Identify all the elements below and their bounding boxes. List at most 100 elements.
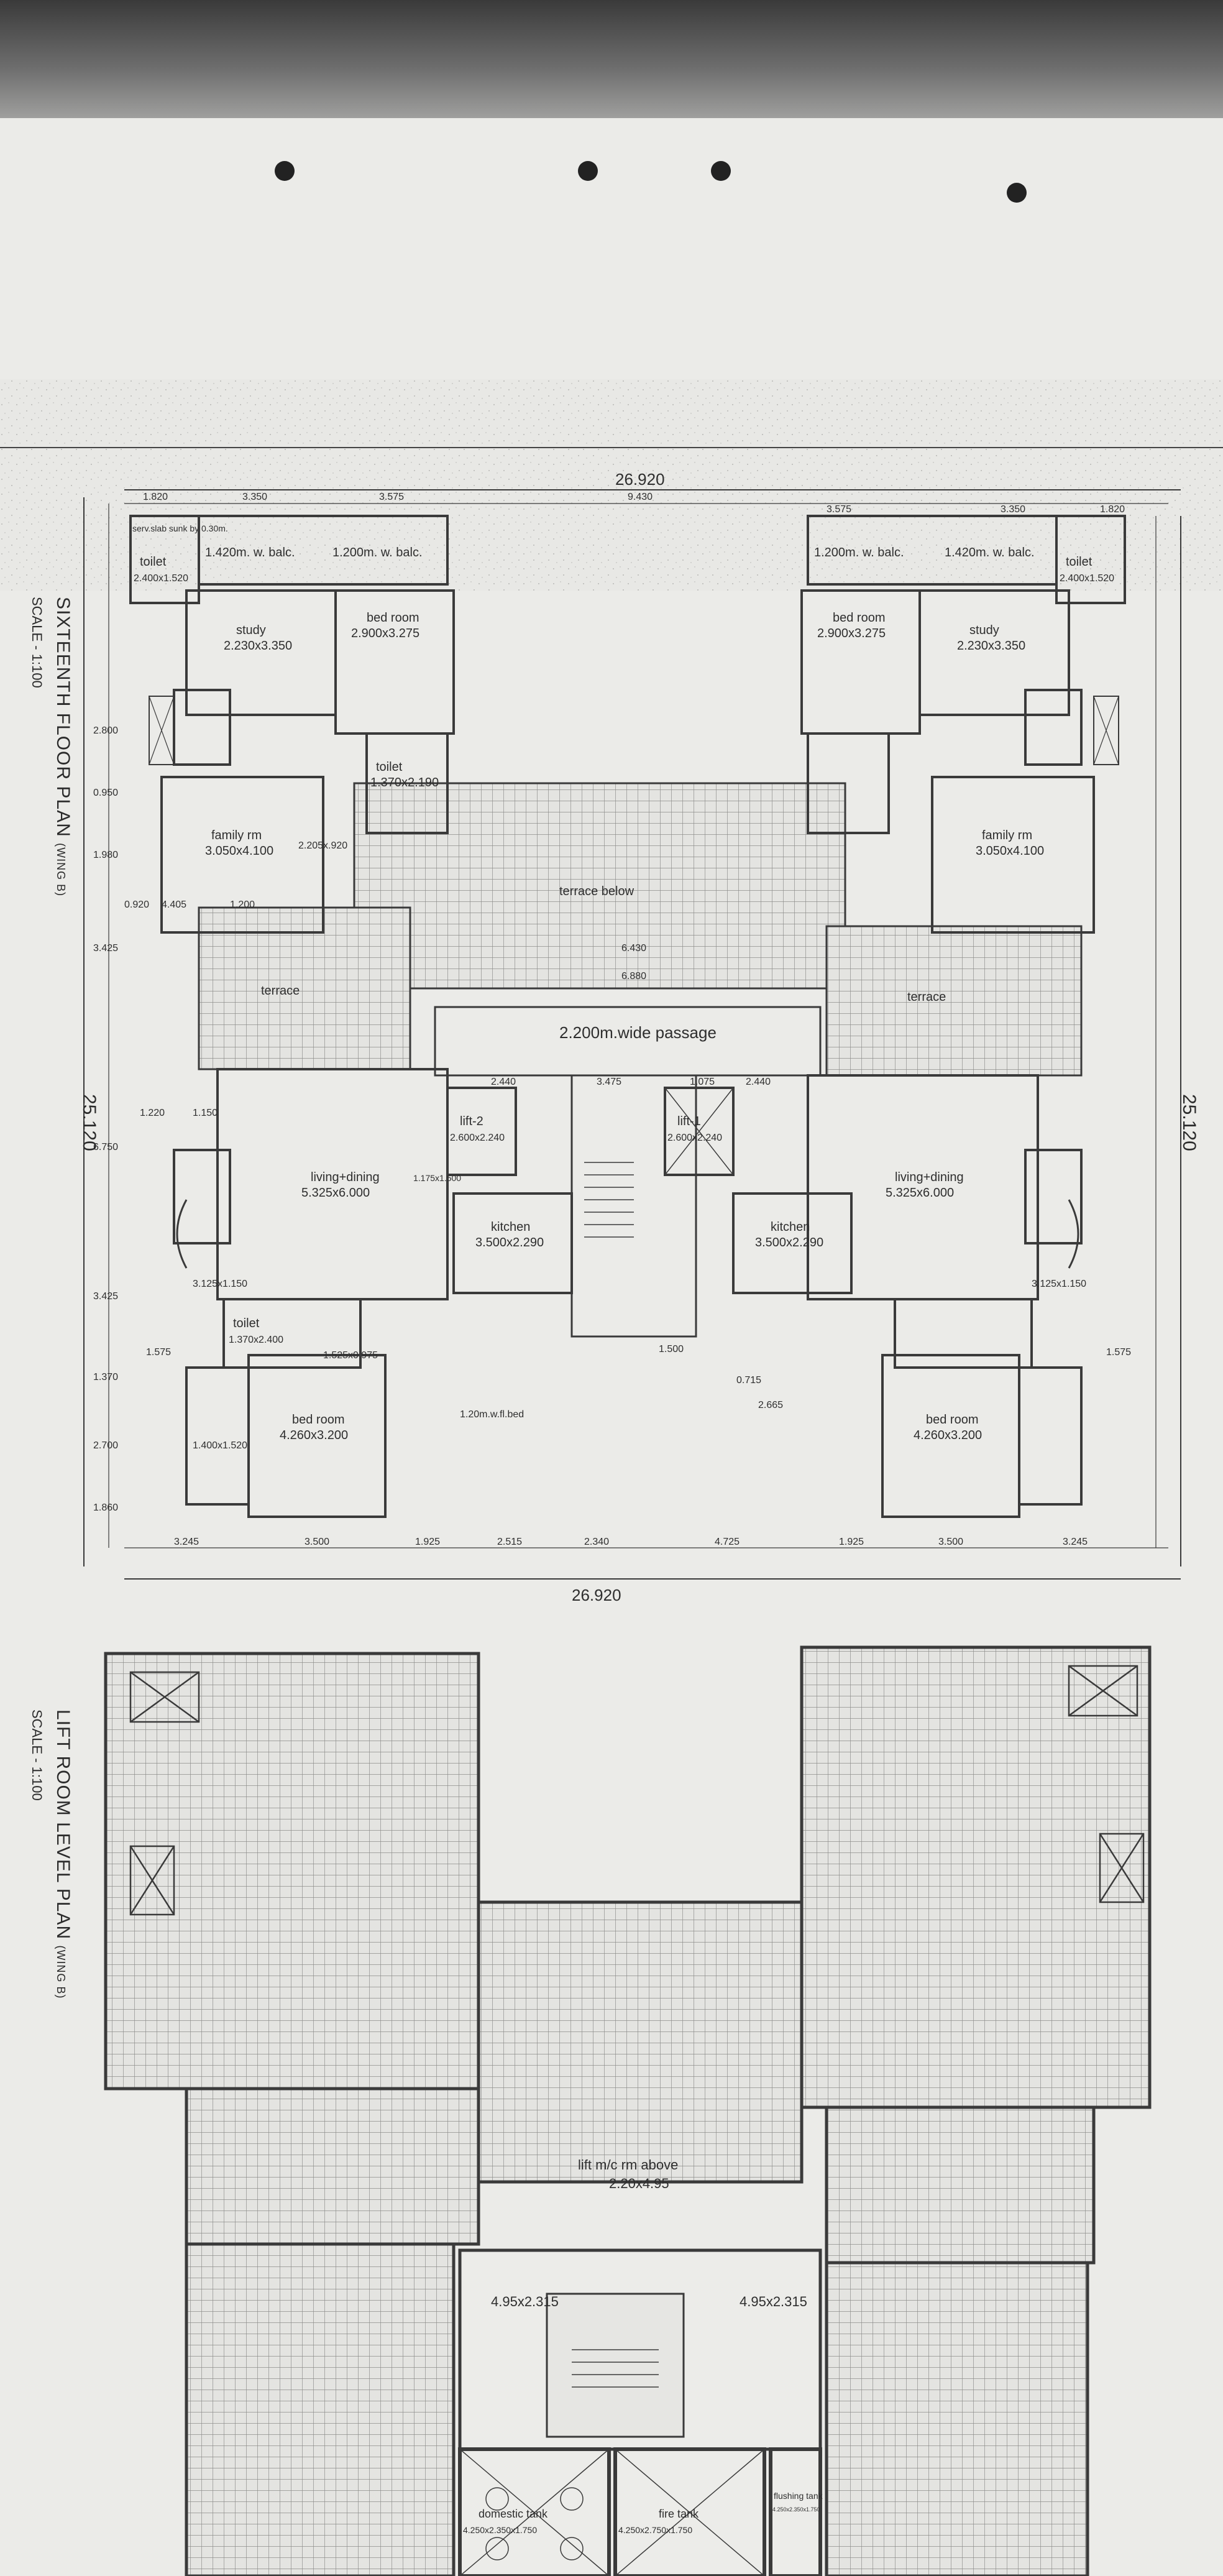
room-label: 1.200m. w. balc. (814, 546, 904, 559)
lift-room-plan-title: LIFT ROOM LEVEL PLAN (WING B) (52, 1709, 73, 1999)
dim-inner: 1.575 (1106, 1347, 1131, 1358)
lift-room-plan-scale: SCALE - 1:100 (29, 1709, 45, 1801)
dim-left: 3.425 (93, 943, 118, 954)
dim-left: 1.980 (93, 850, 118, 860)
dim-left: 1.860 (93, 1502, 118, 1513)
tank-label: fire tank (659, 2508, 699, 2520)
room-size: 2.230x3.350 (224, 639, 292, 653)
overall-depth-right: 25.120 (1179, 1094, 1199, 1151)
dim-inner: 6.880 (621, 971, 646, 982)
room-size: 3.050x4.100 (976, 844, 1044, 858)
room-size: 5.325x6.000 (301, 1186, 370, 1200)
room-size: 1.370x2.400 (229, 1335, 283, 1345)
dim-inner: 2.440 (491, 1077, 516, 1087)
floor-plan-drawing: 26.920 26.920 2.200m.wide passage toilet… (0, 161, 1223, 2576)
room-label: 1.420m. w. balc. (945, 546, 1035, 559)
dim-inner: 6.430 (621, 943, 646, 954)
room-label: toilet (376, 760, 403, 774)
dim-top: 3.575 (827, 504, 851, 515)
dim-top: 1.820 (1100, 504, 1125, 515)
dim-top: 1.820 (143, 492, 168, 502)
room-label: terrace below (559, 885, 634, 898)
dim-inner: 1.220 (140, 1108, 165, 1118)
dim-bottom: 1.925 (415, 1537, 440, 1547)
tank-size: 4.250x2.350x1.750 (463, 2525, 537, 2535)
dim-top: 3.575 (379, 492, 404, 502)
dim-bottom: 3.500 (938, 1537, 963, 1547)
dim-left: 1.370 (93, 1372, 118, 1382)
room-label: family rm (982, 829, 1032, 842)
floor-plan-title: SIXTEENTH FLOOR PLAN (WING B) (52, 597, 73, 896)
dim-bottom: 4.725 (715, 1537, 740, 1547)
room-size: 3.050x4.100 (205, 844, 273, 858)
dim-inner: 0.920 (124, 899, 149, 910)
room-label: 1.420m. w. balc. (205, 546, 295, 559)
dim-inner: 1.200 (230, 899, 255, 910)
passage-label: 2.200m.wide passage (559, 1023, 717, 1042)
dim-inner: 1.575 (146, 1347, 171, 1358)
lift-room-plan-title-text: LIFT ROOM LEVEL PLAN (53, 1709, 73, 1940)
room-label: kitchen (491, 1220, 530, 1234)
dim-top: 3.350 (1001, 504, 1025, 515)
floor-plan-scale: SCALE - 1:100 (29, 597, 45, 688)
dim-inner: 2.205x.920 (298, 840, 347, 851)
room-label: study (236, 623, 266, 637)
room-label: living+dining (311, 1171, 380, 1184)
room-size: 3.500x2.290 (755, 1236, 823, 1249)
room-label: terrace (907, 990, 946, 1004)
room-label: toilet (1066, 555, 1092, 569)
dim-left: 2.700 (93, 1440, 118, 1451)
dim-bottom: 2.340 (584, 1537, 609, 1547)
dim-inner: 1.525x0.975 (323, 1350, 378, 1361)
room-size: 2.600x2.240 (450, 1133, 505, 1143)
room-size: 4.260x3.200 (914, 1428, 982, 1442)
room-label: study (969, 623, 999, 637)
dim-bottom: 3.245 (1063, 1537, 1088, 1547)
room-size: 1.370x2.190 (370, 776, 439, 789)
room-size: 4.260x3.200 (280, 1428, 348, 1442)
room-label: family rm (211, 829, 262, 842)
floor-plan-title-text: SIXTEENTH FLOOR PLAN (53, 597, 73, 837)
dim-bottom: 3.245 (174, 1537, 199, 1547)
dim-left: 0.950 (93, 788, 118, 798)
dimensions-top: 1.820 3.350 3.575 9.430 3.575 3.350 1.82… (93, 492, 1131, 1547)
dim-inner: 4.405 (162, 899, 186, 910)
room-size: 2.230x3.350 (957, 639, 1025, 653)
dim-inner: 2.665 (758, 1400, 783, 1410)
room-size: 2.400x1.520 (1060, 573, 1114, 584)
dim-top: 9.430 (628, 492, 653, 502)
room-label: 1.200m. w. balc. (332, 546, 423, 559)
overall-width-top: 26.920 (615, 470, 665, 489)
lift-machine-room-label: lift m/c rm above (578, 2157, 678, 2173)
tank-label: flushing tank (774, 2491, 823, 2501)
binder-holes (275, 161, 1027, 203)
dim-inner: 3.475 (597, 1077, 621, 1087)
print-speckle-band (0, 379, 1223, 591)
room-label: serv.slab sunk by 0.30m. (132, 523, 228, 533)
floor-plan-wing: (WING B) (55, 843, 67, 897)
room-label: toilet (233, 1317, 260, 1330)
room-label: bed room (833, 611, 886, 625)
room-size: 5.325x6.000 (886, 1186, 954, 1200)
lift-room-labels: lift m/c rm above 2.20x4.95 4.95x2.315 4… (463, 2157, 823, 2535)
room-labels-top: toilet 2.400x1.520 serv.slab sunk by 0.3… (132, 523, 1114, 1442)
tank-size: 4.250x2.750x1.750 (618, 2525, 692, 2535)
drawing-sheet: 26.920 26.920 2.200m.wide passage toilet… (0, 118, 1223, 2576)
lift-machine-room-size: 2.20x4.95 (609, 2176, 669, 2191)
dim-inner: 3.125x1.150 (1032, 1279, 1086, 1289)
dim-inner: 1.400x1.520 (193, 1440, 247, 1451)
room-label: toilet (140, 555, 167, 569)
tank-label: domestic tank (479, 2508, 548, 2520)
room-label: living+dining (895, 1171, 964, 1184)
dim-inner: 1.150 (193, 1108, 218, 1118)
dim-bottom: 2.515 (497, 1537, 522, 1547)
room-size: 2.400x1.520 (134, 573, 188, 584)
lift-room-level-plan (104, 1645, 1152, 2576)
room-label: bed room (367, 611, 419, 625)
dim-left: 2.800 (93, 725, 118, 736)
room-label: kitchen (771, 1220, 810, 1234)
dim-inner: 2.440 (746, 1077, 771, 1087)
dim-inner: 1.500 (659, 1344, 684, 1355)
room-size: 2.900x3.275 (817, 627, 886, 640)
dim-top: 3.350 (242, 492, 267, 502)
